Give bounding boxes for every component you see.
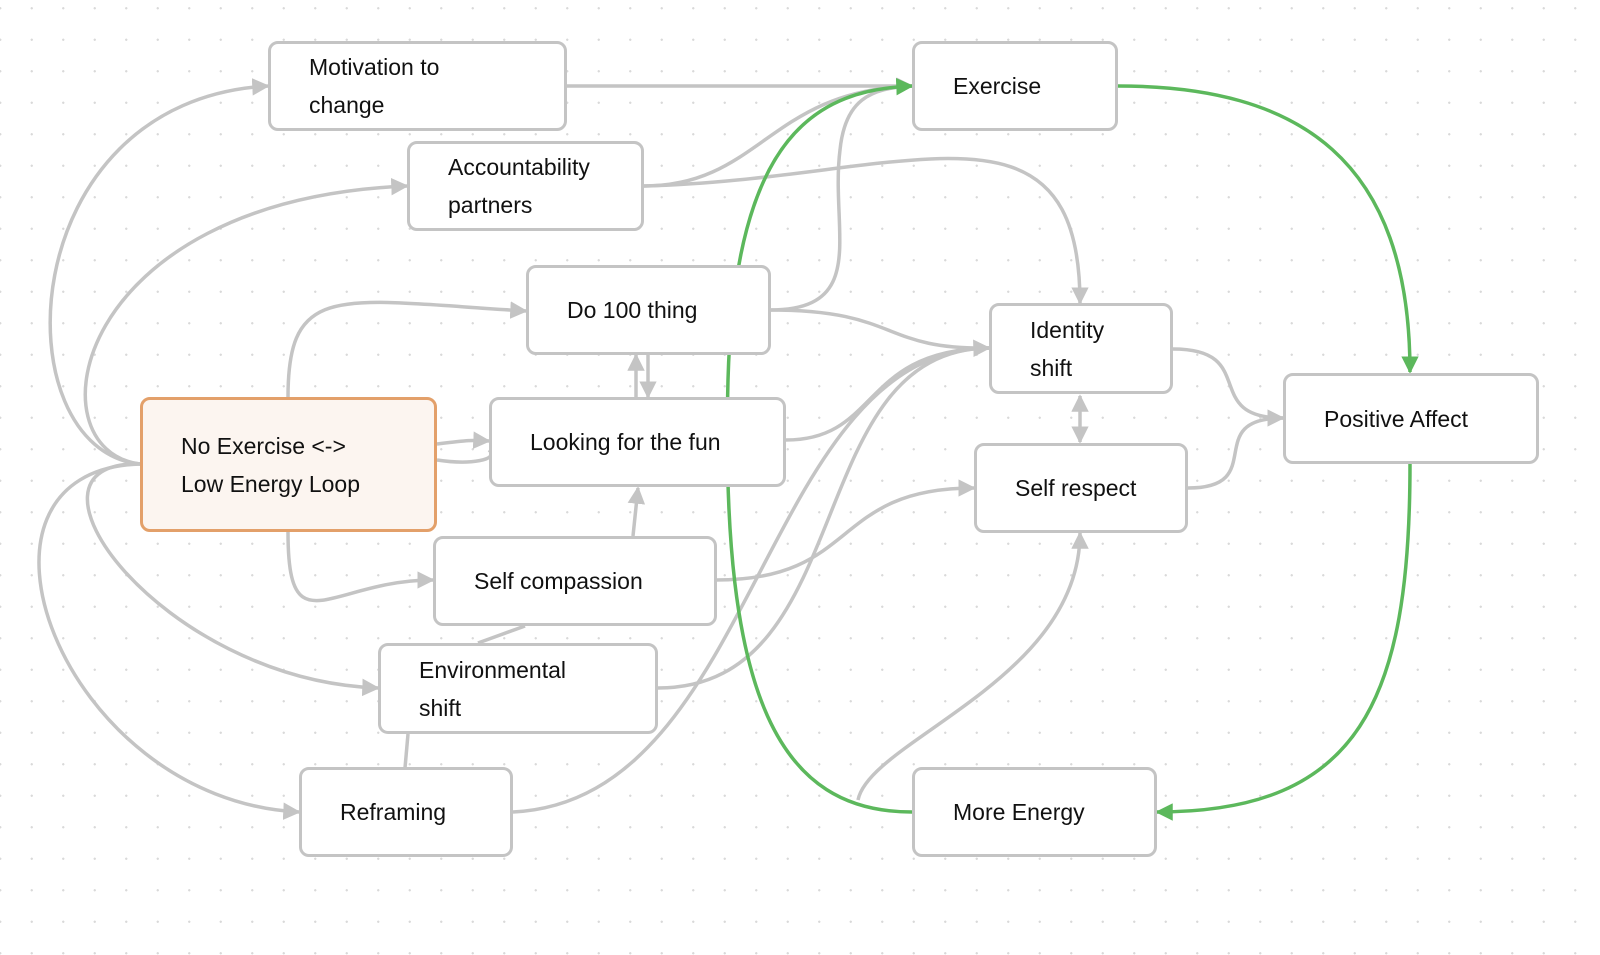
edge-respect-positive[interactable] <box>1187 416 1284 490</box>
edge-do100-identity[interactable] <box>769 308 991 358</box>
edge-environmental-identity[interactable] <box>657 346 990 690</box>
edge-noexercise-fun[interactable] <box>436 431 491 449</box>
node-label: No Exercise <-> Low Energy Loop <box>181 432 361 497</box>
edge-compassion-fun[interactable] <box>627 486 646 537</box>
node-label: Self respect <box>1015 475 1137 501</box>
node-label: Self compassion <box>474 568 643 594</box>
node-compassion[interactable]: Self compassion <box>433 536 717 626</box>
edge-energy-respect[interactable] <box>856 531 1089 801</box>
edge-do100-exercise[interactable] <box>769 84 913 312</box>
edge-noexercise-compassion[interactable] <box>286 531 435 603</box>
edge-noexercise-reframing[interactable] <box>37 462 301 820</box>
edge-identity-positive[interactable] <box>1172 347 1285 427</box>
node-motivation[interactable]: Motivation to change <box>268 41 567 131</box>
node-noexercise[interactable]: No Exercise <-> Low Energy Loop <box>140 397 437 532</box>
edge-accountability-exercise[interactable] <box>643 84 913 188</box>
node-label: Positive Affect <box>1324 405 1469 432</box>
node-label: Exercise <box>953 73 1042 99</box>
edge-compassion-respect[interactable] <box>715 479 976 582</box>
edge-compassion-environmental[interactable] <box>477 624 526 645</box>
edge-fun-identity[interactable] <box>785 346 990 442</box>
node-accountability[interactable]: Accountability partners <box>407 141 644 231</box>
edge-accountability-identity[interactable] <box>643 156 1089 305</box>
edge-noexercise-do100[interactable] <box>286 300 528 398</box>
edge-noexercise-environmental[interactable] <box>85 462 380 697</box>
edge-noexercise-accountability[interactable] <box>83 177 409 466</box>
node-reframing[interactable]: Reframing <box>299 767 513 857</box>
edge-fun-noexercise-loop[interactable] <box>436 448 493 464</box>
edge-noexercise-motivation[interactable] <box>48 78 270 466</box>
edge-reframing-identity[interactable] <box>512 346 990 814</box>
edge-positive-energy[interactable] <box>1155 463 1412 821</box>
node-label: Identity shift <box>1030 316 1105 381</box>
node-label: Accountability partners <box>448 154 590 218</box>
node-label: Do 100 thing <box>567 297 698 323</box>
edge-environmental-reframing[interactable] <box>403 733 410 769</box>
node-positive[interactable]: Positive Affect <box>1283 373 1539 464</box>
node-energy[interactable]: More Energy <box>912 767 1157 857</box>
node-label: More Energy <box>953 799 1085 825</box>
node-respect[interactable]: Self respect <box>974 443 1188 533</box>
edge-exercise-positive[interactable] <box>1117 84 1419 374</box>
node-identity[interactable]: Identity shift <box>989 303 1173 394</box>
node-environmental[interactable]: Environmental shift <box>378 643 658 734</box>
node-label: Motivation to change <box>309 54 440 118</box>
node-label: Reframing <box>340 799 447 825</box>
node-do100[interactable]: Do 100 thing <box>526 265 771 355</box>
node-exercise[interactable]: Exercise <box>912 41 1118 131</box>
node-label: Environmental shift <box>419 656 567 721</box>
node-fun[interactable]: Looking for the fun <box>489 397 786 487</box>
node-label: Looking for the fun <box>530 429 721 455</box>
